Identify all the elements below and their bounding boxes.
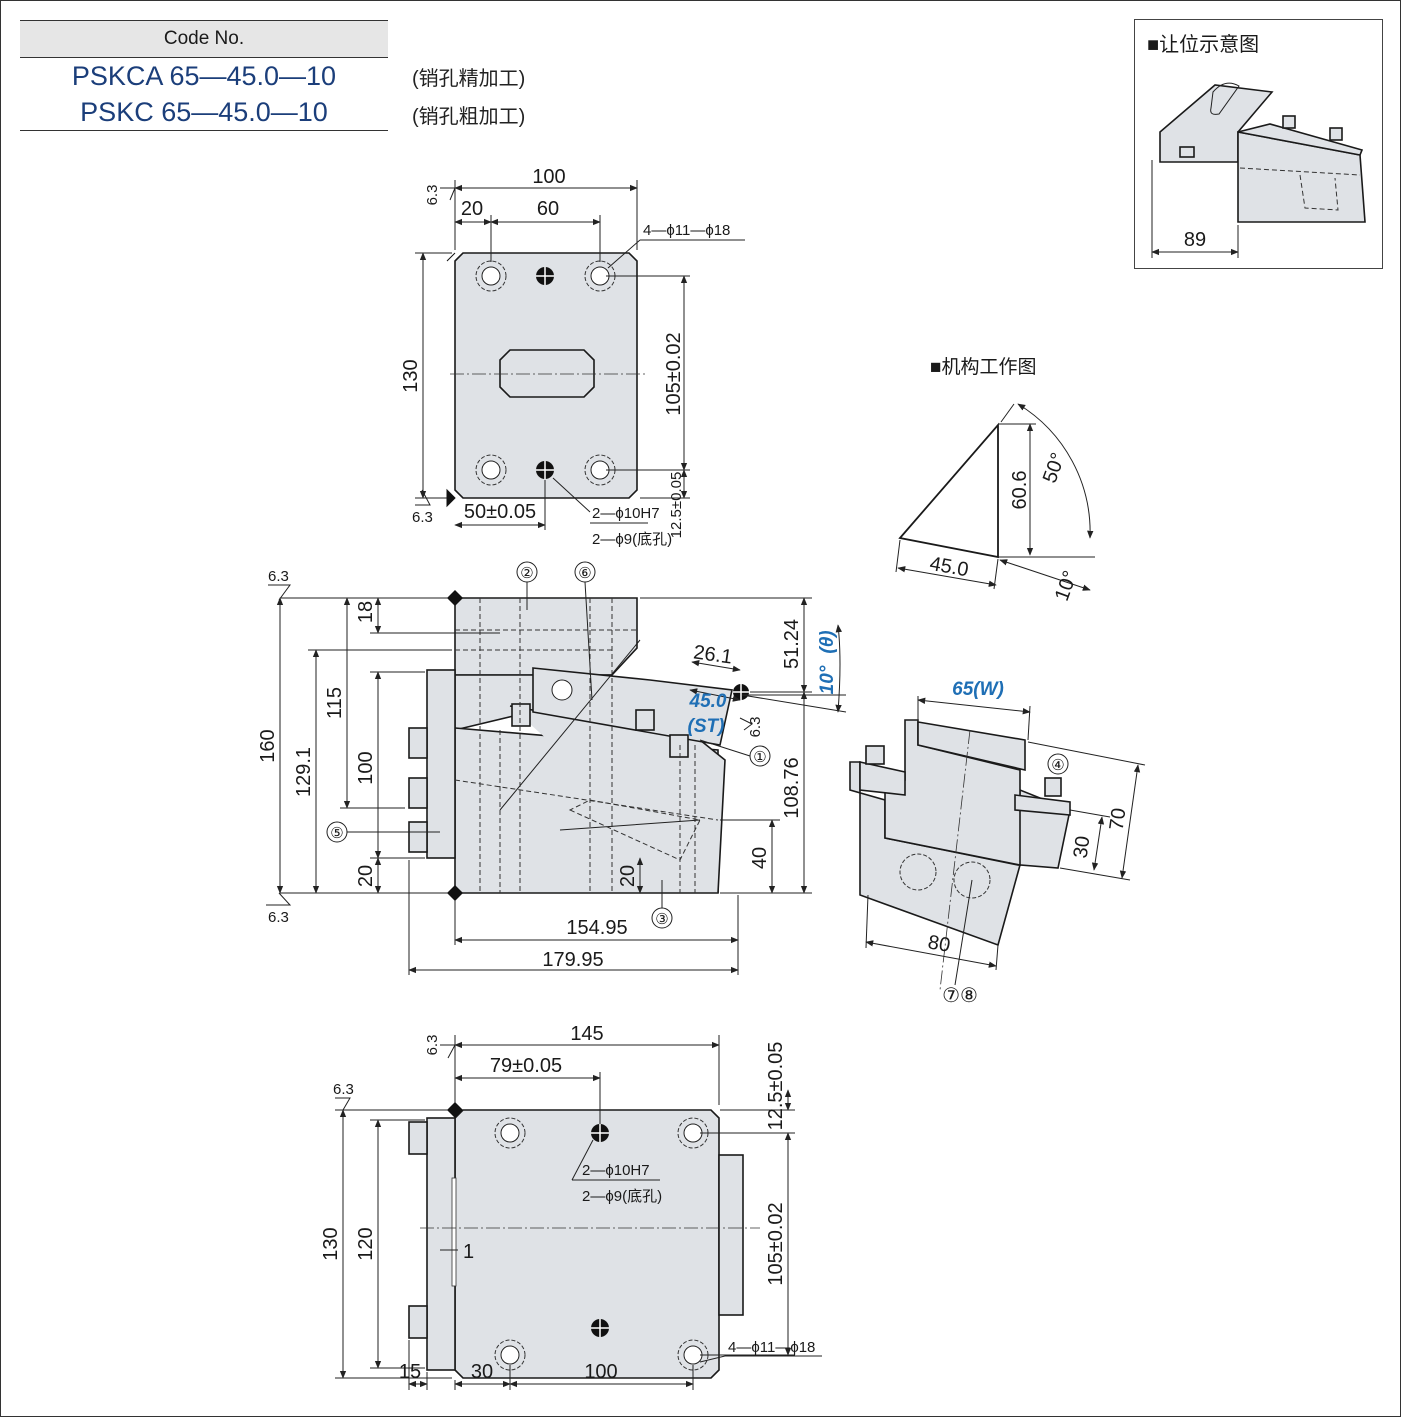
top-holes-callout: 4—ϕ11—ϕ18 xyxy=(643,222,730,239)
side-roughness-bottom: 6.3 xyxy=(268,909,289,926)
clearance-dim-89: 89 xyxy=(1184,229,1206,251)
iso-dim-80: 80 xyxy=(926,931,952,957)
code-table-header: Code No. xyxy=(20,20,388,58)
iso-dim-w: 65(W) xyxy=(952,679,1004,700)
bottom-pin-callout-2: 2—ϕ9(底孔) xyxy=(582,1188,662,1205)
side-dim-18: 18 xyxy=(355,601,377,623)
bottom-dim-15: 15 xyxy=(399,1361,421,1383)
mechanism-sketch: 60.6 45.0 50° 10° xyxy=(895,403,1095,604)
side-dim-154: 154.95 xyxy=(566,917,627,939)
bottom-dim-130: 130 xyxy=(320,1227,342,1260)
top-dim-height: 130 xyxy=(400,359,422,392)
top-dim-20: 20 xyxy=(461,198,483,220)
mechanism-title: ■机构工作图 xyxy=(930,357,1037,378)
top-pin-callout-2: 2—ϕ9(底孔) xyxy=(592,531,672,548)
part-label-3: ③ xyxy=(655,911,668,928)
bottom-pin-callout-1: 2—ϕ10H7 xyxy=(582,1162,650,1179)
side-dim-160: 160 xyxy=(257,729,279,762)
note-fine: (销孔精加工) xyxy=(412,68,526,90)
part-label-4: ④ xyxy=(1051,757,1064,774)
side-stroke: 45.0 xyxy=(689,691,727,712)
part-label-5: ⑤ xyxy=(330,825,343,842)
clearance-sketch: 89 xyxy=(1151,82,1366,258)
bottom-dim-edge: 12.5±0.05 xyxy=(765,1042,787,1131)
bottom-dim-gap: 1 xyxy=(463,1241,474,1263)
code-number-table: Code No. PSKCA 65—45.0—10 PSKC 65—45.0—1… xyxy=(20,20,388,131)
mech-dim-height: 60.6 xyxy=(1009,471,1031,510)
part-label-78: ⑦⑧ xyxy=(942,985,978,1007)
part-label-1: ① xyxy=(753,749,766,766)
bottom-dim-120: 120 xyxy=(355,1227,377,1260)
top-roughness-2: 6.3 xyxy=(412,509,433,526)
bottom-roughness-1: 6.3 xyxy=(424,1035,441,1056)
bottom-dim-145: 145 xyxy=(570,1023,603,1045)
top-dim-width: 100 xyxy=(532,166,565,188)
code-row-pskca: PSKCA 65—45.0—10 xyxy=(71,61,337,91)
iso-dim-70: 70 xyxy=(1106,807,1131,832)
clearance-diagram-box: ■让位示意图 xyxy=(1134,19,1383,269)
mech-angle-top: 50° xyxy=(1039,450,1070,486)
side-dim-40: 40 xyxy=(749,847,771,869)
part-label-2: ② xyxy=(520,565,533,582)
mech-dim-base: 45.0 xyxy=(928,553,970,581)
top-dim-offset: 50±0.05 xyxy=(464,501,536,523)
bottom-dim-79: 79±0.05 xyxy=(490,1055,562,1077)
bottom-roughness-2: 6.3 xyxy=(333,1081,354,1098)
bottom-holes-callout: 4—ϕ11—ϕ18 xyxy=(728,1339,815,1356)
side-dim-20-center: 20 xyxy=(617,865,639,887)
code-row-pskc: PSKC 65—45.0—10 xyxy=(20,94,388,131)
bottom-view: 145 79±0.05 130 120 1 105±0.02 12.5±0.05… xyxy=(320,1023,822,1390)
iso-dim-30: 30 xyxy=(1070,835,1095,860)
side-dim-20-left: 20 xyxy=(355,865,377,887)
side-stroke-label: (ST) xyxy=(688,716,725,737)
side-dim-100: 100 xyxy=(355,751,377,784)
side-roughness-top: 6.3 xyxy=(268,568,289,585)
iso-view: 65(W) 70 30 80 ④ ⑦⑧ xyxy=(849,679,1146,1007)
top-dim-pitch: 105±0.02 xyxy=(663,332,685,415)
mech-angle-bottom: 10° xyxy=(1051,568,1082,604)
top-pin-callout-1: 2—ϕ10H7 xyxy=(592,505,660,522)
side-dim-115: 115 xyxy=(324,687,346,719)
top-dim-60: 60 xyxy=(537,198,559,220)
bottom-dim-105: 105±0.02 xyxy=(765,1202,787,1285)
note-rough: (销孔粗加工) xyxy=(412,106,526,128)
bottom-dim-30: 30 xyxy=(471,1361,493,1383)
part-label-6: ⑥ xyxy=(578,565,591,582)
clearance-title: ■让位示意图 xyxy=(1147,34,1260,56)
top-dim-edge: 12.5±0.05 xyxy=(668,472,685,539)
side-dim-108: 108.76 xyxy=(781,757,803,818)
top-view: 100 20 60 4—ϕ11—ϕ18 130 105±0.02 12.5±0.… xyxy=(400,166,745,548)
bottom-dim-100: 100 xyxy=(584,1361,617,1383)
side-roughness-slope: 6.3 xyxy=(747,717,764,738)
side-angle: 10° xyxy=(817,665,838,694)
side-angle-theta: (θ) xyxy=(817,630,838,653)
top-roughness-1: 6.3 xyxy=(424,185,441,206)
side-dim-26: 26.1 xyxy=(692,641,734,668)
side-dim-51: 51.24 xyxy=(781,619,803,669)
side-dim-129: 129.1 xyxy=(293,747,315,797)
bottom-view-holes xyxy=(494,1117,709,1371)
side-dim-179: 179.95 xyxy=(542,949,603,971)
side-view: 160 129.1 115 100 20 18 20 40 108.76 51.… xyxy=(257,561,847,975)
